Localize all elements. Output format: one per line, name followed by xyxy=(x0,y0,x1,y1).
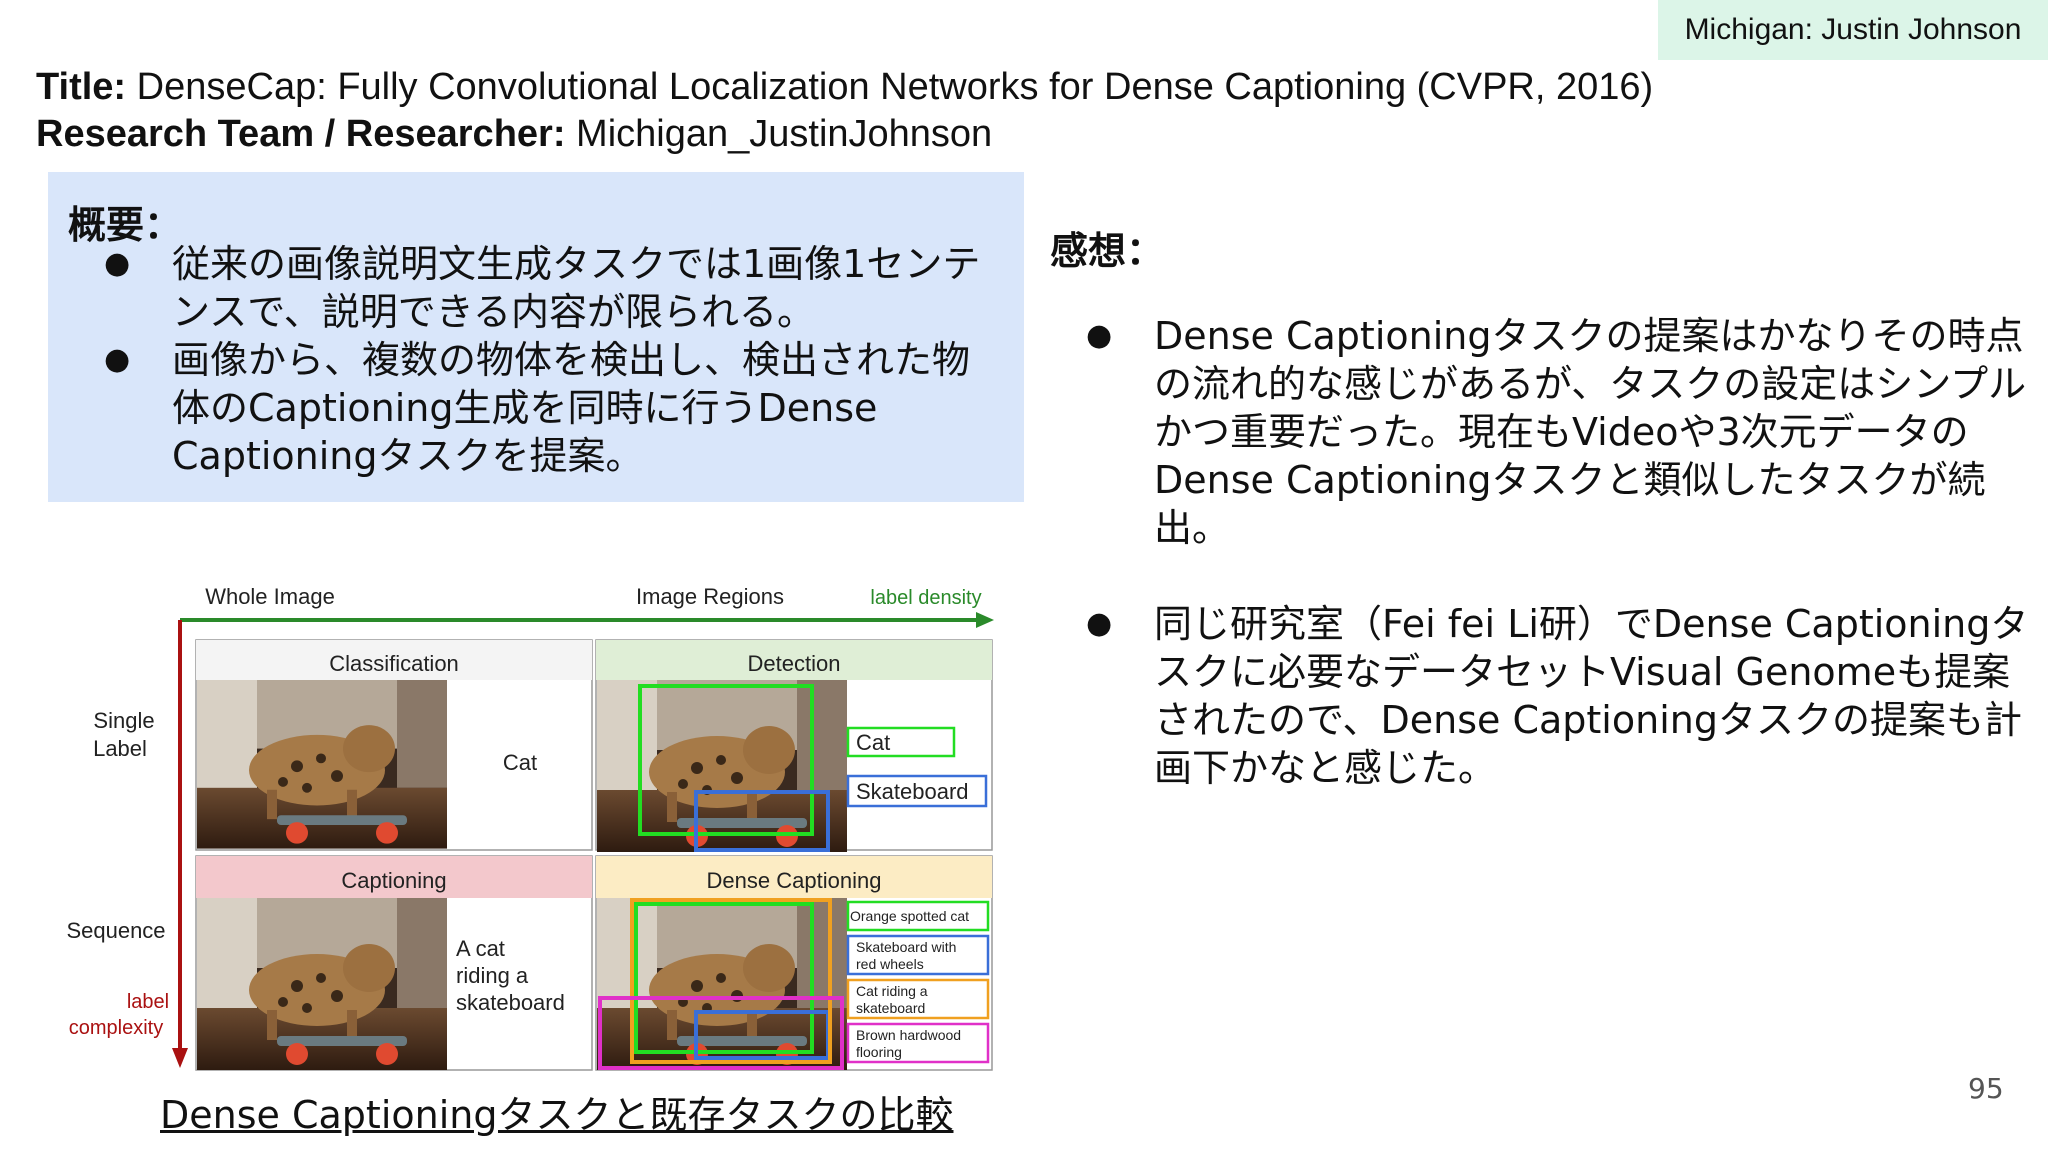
dense-label: Brown hardwood xyxy=(856,1027,961,1043)
summary-list: 従来の画像説明文生成タスクでは1画像1センテンスで、説明できる内容が限られる。 … xyxy=(48,240,988,480)
thoughts-heading: 感想： xyxy=(1050,229,1165,273)
caption-text: A cat xyxy=(456,936,505,961)
dense-label: Cat riding a xyxy=(856,983,928,999)
dense-label: flooring xyxy=(856,1044,902,1060)
detection-label-skateboard: Skateboard xyxy=(856,779,969,804)
sequence-label: Sequence xyxy=(66,918,165,943)
image-regions-label: Image Regions xyxy=(636,584,784,609)
dense-box-cat xyxy=(634,902,814,1054)
page-number: 95 xyxy=(1968,1072,2004,1105)
team-line: Research Team / Researcher: Michigan_Jus… xyxy=(36,111,1653,158)
title-label: Title: xyxy=(36,66,127,108)
classification-title: Classification xyxy=(329,651,459,676)
thoughts-list: Dense Captioningタスクの提案はかなりその時点の流れ的な感じがある… xyxy=(1030,312,2030,792)
single-label-text: Label xyxy=(93,736,147,761)
label-complexity-label: label xyxy=(127,991,169,1013)
dense-captioning-panel: Dense Captioning Orange spotted cat Skat… xyxy=(595,855,993,1071)
detection-panel: Detection Cat Skateboard xyxy=(595,639,993,852)
classification-result: Cat xyxy=(503,750,537,775)
dense-captioning-title: Dense Captioning xyxy=(707,868,882,893)
density-arrowhead xyxy=(976,612,994,628)
single-label-text: Single xyxy=(93,708,154,733)
dense-label: Skateboard with xyxy=(856,939,956,955)
whole-image-label: Whole Image xyxy=(205,584,335,609)
captioning-title: Captioning xyxy=(341,868,446,893)
team-value: Michigan_JustinJohnson xyxy=(565,113,993,155)
figure-caption: Dense Captioningタスクと既存タスクの比較 xyxy=(160,1093,954,1137)
complexity-arrowhead xyxy=(172,1048,188,1068)
dense-box-cat-riding xyxy=(630,898,832,1064)
thoughts-item: 同じ研究室（Fei fei Li研）でDense Captioningタスクに必… xyxy=(1030,600,2030,792)
detection-title: Detection xyxy=(748,651,841,676)
title-value: DenseCap: Fully Convolutional Localizati… xyxy=(126,66,1654,108)
title-line: Title: DenseCap: Fully Convolutional Loc… xyxy=(36,64,1653,111)
summary-box: 概要： 従来の画像説明文生成タスクでは1画像1センテンスで、説明できる内容が限ら… xyxy=(48,172,1024,502)
dense-label: skateboard xyxy=(856,1000,925,1016)
detection-box-skateboard xyxy=(694,790,830,852)
caption-text: skateboard xyxy=(456,990,565,1015)
summary-item: 従来の画像説明文生成タスクでは1画像1センテンスで、説明できる内容が限られる。 xyxy=(48,240,988,336)
dense-label: red wheels xyxy=(856,956,924,972)
detection-box-cat xyxy=(638,684,814,836)
label-density-label: label density xyxy=(870,587,981,609)
thoughts-item: Dense Captioningタスクの提案はかなりその時点の流れ的な感じがある… xyxy=(1030,312,2030,552)
detection-label-cat: Cat xyxy=(856,730,890,755)
task-comparison-figure: Whole Image Image Regions label density … xyxy=(66,584,994,1071)
caption-text: riding a xyxy=(456,963,529,988)
classification-panel: Classification Cat xyxy=(195,639,593,851)
label-complexity-label: complexity xyxy=(69,1017,163,1039)
dense-box-floor xyxy=(598,996,844,1070)
team-label: Research Team / Researcher: xyxy=(36,113,566,155)
slide-header: Title: DenseCap: Fully Convolutional Loc… xyxy=(36,64,1653,158)
dense-label: Orange spotted cat xyxy=(850,908,969,924)
summary-item: 画像から、複数の物体を検出し、検出された物体のCaptioning生成を同時に行… xyxy=(48,336,988,480)
author-tag: Michigan: Justin Johnson xyxy=(1658,0,2048,60)
captioning-panel: Captioning A cat riding a skateboard xyxy=(195,855,593,1071)
